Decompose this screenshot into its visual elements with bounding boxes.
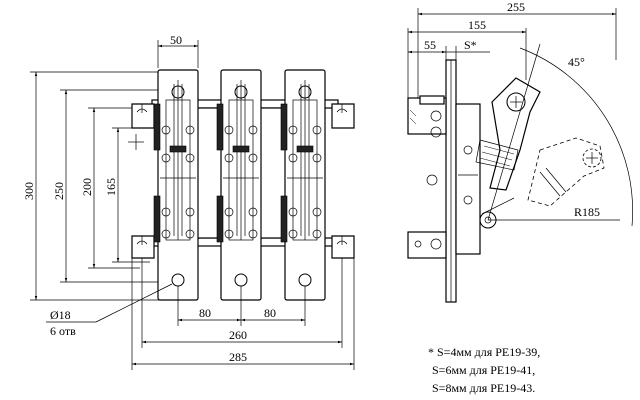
dim-250-label: 250 xyxy=(52,182,66,200)
hole-callout: Ø18 6 отв xyxy=(46,283,173,338)
dim-angle-label: 45° xyxy=(568,55,585,69)
dim-255-label: 255 xyxy=(507,0,525,14)
dim-260-label: 260 xyxy=(229,328,247,342)
pole-2 xyxy=(216,69,262,301)
mounting-ears xyxy=(128,103,355,259)
upper-terminal xyxy=(407,95,447,138)
radius-185: R185 xyxy=(488,205,620,221)
angle-45: 45° xyxy=(487,43,633,227)
handle-closed xyxy=(475,77,541,191)
pole-3 xyxy=(280,69,326,301)
dim-155: 155 xyxy=(407,18,527,100)
lower-terminal xyxy=(407,231,447,259)
note-line-2: S=6мм для РЕ19-41, xyxy=(432,363,535,377)
front-view: 50 300 250 200 165 xyxy=(22,33,355,370)
dim-260: 260 xyxy=(141,258,343,348)
notes: * S=4мм для РЕ19-39, S=6мм для РЕ19-41, … xyxy=(428,345,540,395)
handle-open xyxy=(527,137,605,207)
note-line-1: * S=4мм для РЕ19-39, xyxy=(428,345,540,359)
dim-80-80: 80 80 xyxy=(177,286,306,326)
dim-165: 165 xyxy=(104,127,150,263)
dim-155-label: 155 xyxy=(468,18,486,32)
note-line-3: S=8мм для РЕ19-43. xyxy=(432,381,535,395)
side-view: 255 155 55 S* xyxy=(407,0,633,303)
dim-50-label: 50 xyxy=(170,33,182,47)
hole-count-label: 6 отв xyxy=(50,324,76,338)
dim-285: 285 xyxy=(131,258,355,370)
pole-1 xyxy=(153,69,199,301)
dim-300-label: 300 xyxy=(22,182,36,200)
dim-200-label: 200 xyxy=(80,178,94,196)
dim-255: 255 xyxy=(417,0,617,100)
dim-50: 50 xyxy=(157,33,199,68)
dim-radius-label: R185 xyxy=(574,205,600,219)
dim-285-label: 285 xyxy=(229,350,247,364)
dim-80-right-label: 80 xyxy=(264,306,276,320)
dim-55-s: 55 S* xyxy=(408,38,490,70)
hole-diameter-label: Ø18 xyxy=(50,308,71,322)
dim-80-left-label: 80 xyxy=(199,306,211,320)
dim-s-label: S* xyxy=(464,38,477,52)
dim-55-label: 55 xyxy=(424,38,436,52)
dim-165-label: 165 xyxy=(104,178,118,196)
dim-300: 300 xyxy=(22,71,175,301)
dim-200: 200 xyxy=(80,107,140,269)
